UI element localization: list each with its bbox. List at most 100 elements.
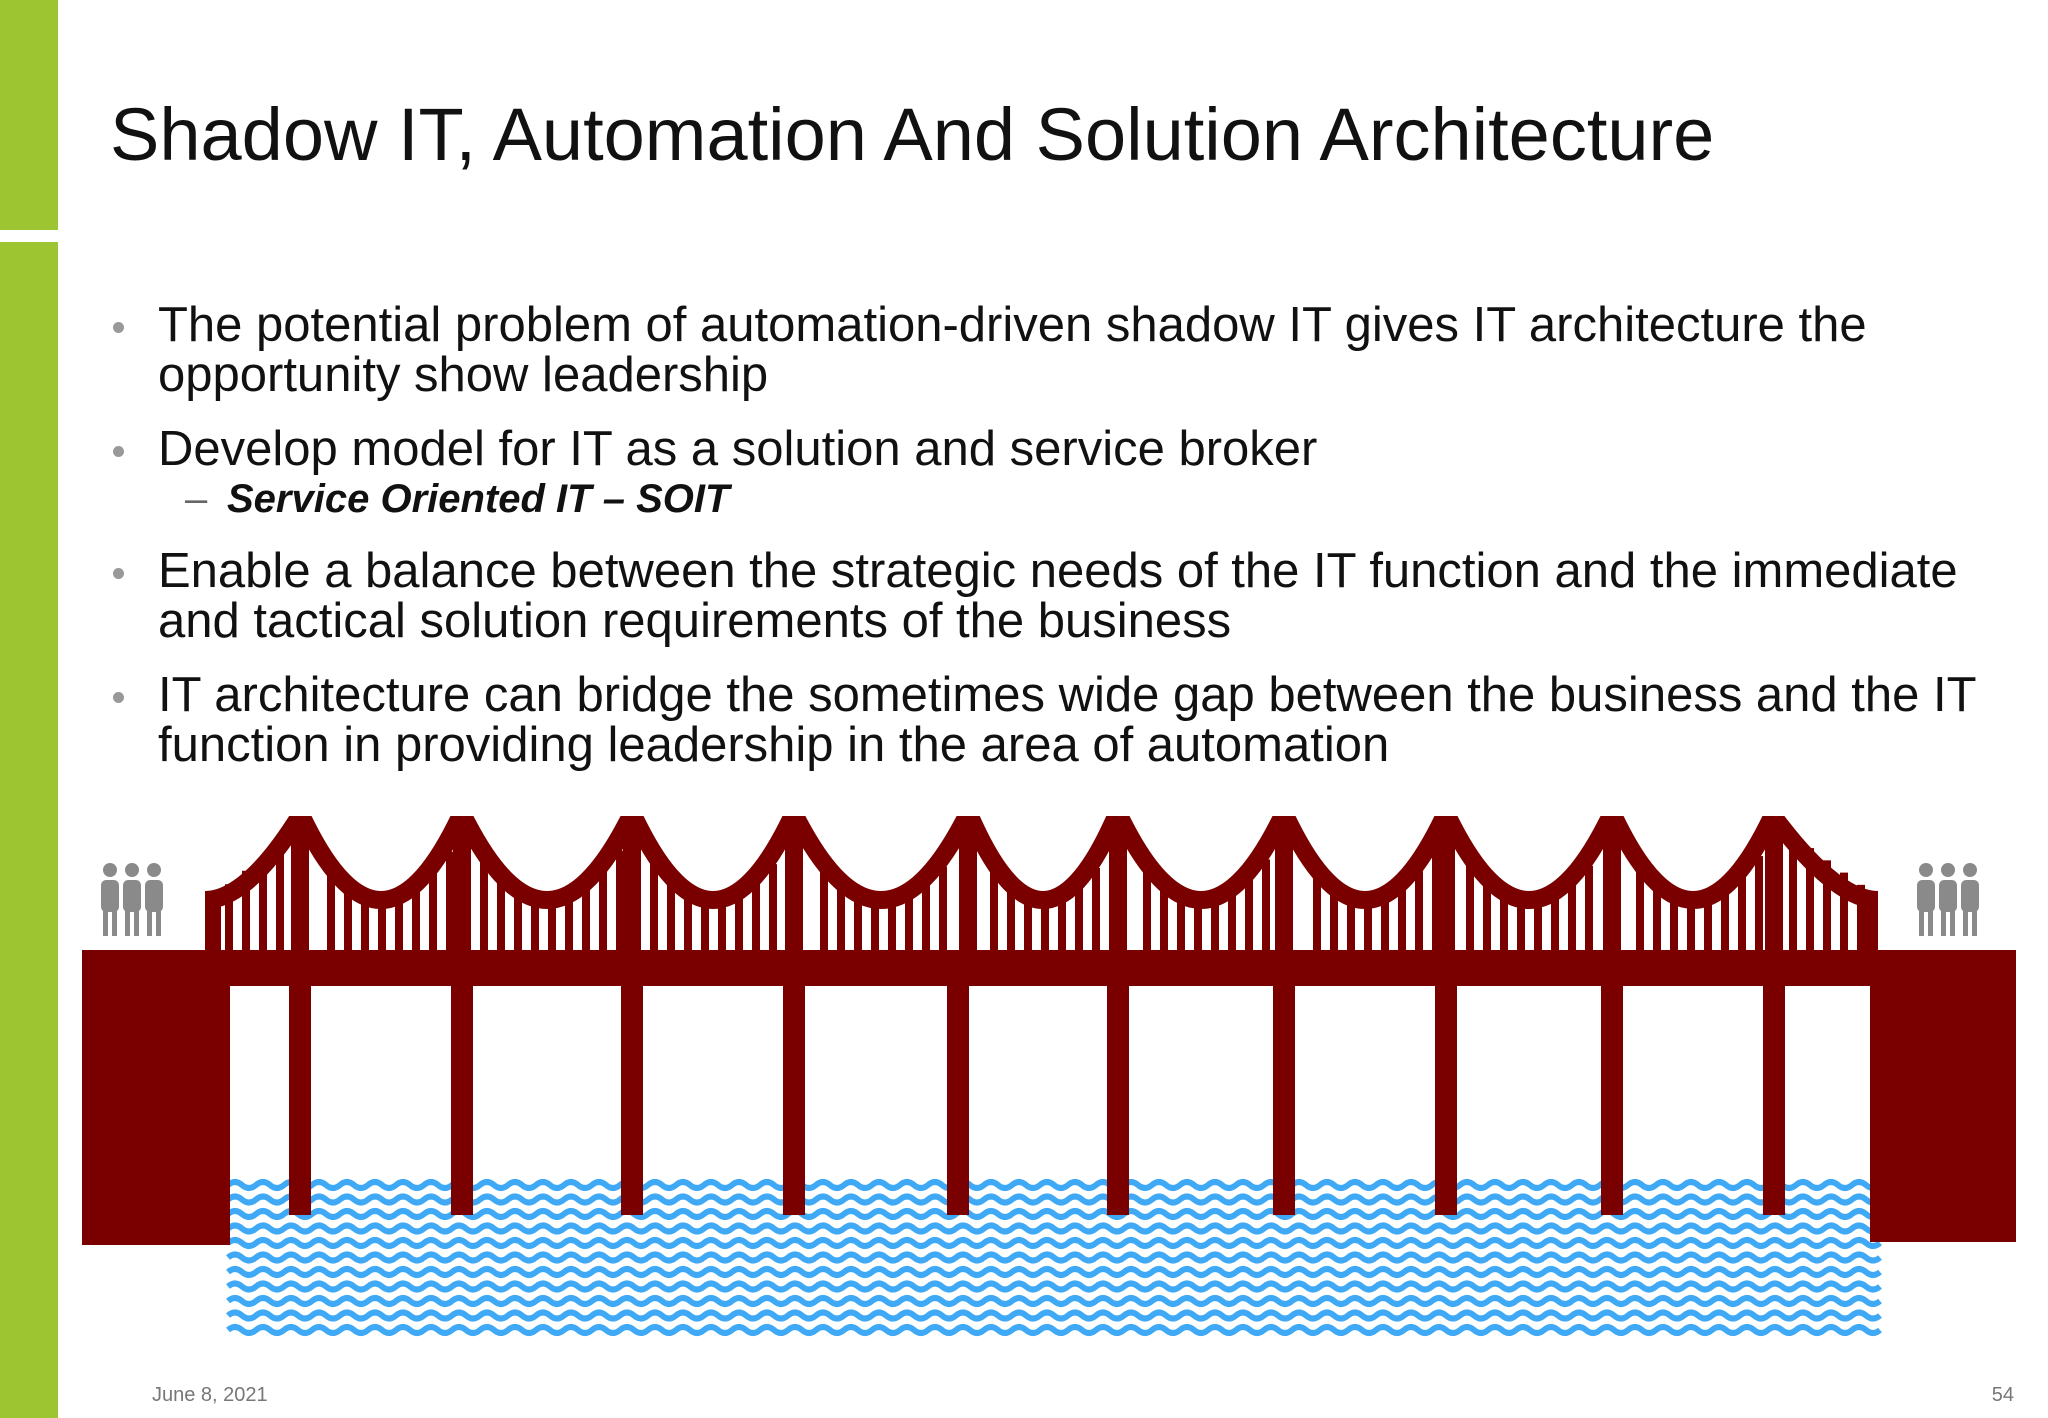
- bridge-hanger: [1262, 859, 1270, 956]
- bridge-hanger: [616, 850, 624, 956]
- person-leg: [1972, 910, 1977, 936]
- bridge-hanger: [599, 871, 607, 956]
- person-body: [101, 880, 119, 912]
- bridge-hanger: [1007, 882, 1015, 956]
- bridge-hanger: [1194, 899, 1202, 956]
- bullet-item: IT architecture can bridge the sometimes…: [110, 670, 1990, 770]
- person-body: [1917, 880, 1935, 912]
- person-head: [1919, 863, 1933, 877]
- person-leg: [125, 910, 130, 936]
- bridge-hanger: [548, 899, 556, 956]
- bridge-hanger: [735, 894, 743, 956]
- bridge-hanger: [1466, 856, 1474, 956]
- bridge-hanger: [1789, 835, 1797, 956]
- person-body: [1939, 880, 1957, 912]
- bridge-hanger: [1313, 869, 1321, 956]
- bridge-hanger: [1823, 860, 1831, 956]
- wave-line: [226, 1222, 1882, 1235]
- wave-line: [226, 1309, 1882, 1322]
- bridge-hanger: [582, 887, 590, 956]
- bullet-dot: [113, 568, 124, 579]
- page-number: 54: [1991, 1384, 2014, 1406]
- bridge-tower: [453, 825, 471, 955]
- person-head: [125, 863, 139, 877]
- bridge-hanger: [531, 897, 539, 956]
- bridge-hanger: [395, 897, 403, 956]
- bridge-hanger: [1024, 895, 1032, 956]
- bullet-item: The potential problem of automation-driv…: [110, 300, 1990, 400]
- bridge-hanger: [1500, 890, 1508, 956]
- bridge-pier: [1435, 980, 1457, 1215]
- wave-line: [226, 1280, 1882, 1293]
- bridge-hanger: [1143, 863, 1151, 956]
- bridge-hanger: [1653, 881, 1661, 956]
- person-leg: [103, 910, 108, 936]
- sub-bullet-item: – Service Oriented IT – SOIT: [110, 474, 1990, 524]
- bridge-hanger: [412, 889, 420, 956]
- bridge-hanger: [1483, 876, 1491, 956]
- person-head: [1941, 863, 1955, 877]
- bridge-illustration: [82, 816, 2016, 1336]
- bridge-hanger: [1551, 894, 1559, 956]
- bridge-tower: [1603, 825, 1621, 955]
- bridge-hanger: [1364, 899, 1372, 956]
- bridge-hanger: [1177, 893, 1185, 956]
- wave-line: [226, 1208, 1882, 1220]
- bullet-text: Enable a balance between the strategic n…: [158, 544, 1958, 648]
- bridge-hanger: [497, 874, 505, 956]
- bridge-tower: [623, 825, 641, 955]
- person-body: [145, 880, 163, 912]
- bridge-hanger: [990, 862, 998, 956]
- bridge-hanger: [1347, 896, 1355, 956]
- bridge-hanger: [1840, 872, 1848, 956]
- bridge-hanger: [1670, 893, 1678, 956]
- bridge-hanger: [259, 857, 267, 956]
- bridge-hanger: [1041, 899, 1049, 956]
- bridge-hanger: [1687, 899, 1695, 956]
- bullet-list: The potential problem of automation-driv…: [110, 300, 1990, 770]
- bullet-dot: [113, 322, 124, 333]
- bullet-item: Develop model for IT as a solution and s…: [110, 424, 1990, 474]
- person-body: [1961, 880, 1979, 912]
- bridge-tower: [1109, 825, 1127, 955]
- bridge-pier: [1273, 980, 1295, 1215]
- bridge-hanger: [684, 890, 692, 956]
- suspension-bridge-icon: [82, 816, 2016, 1245]
- bridge-hanger: [1636, 862, 1644, 956]
- bridge-rail-end: [205, 896, 221, 956]
- bridge-hanger: [1211, 898, 1219, 956]
- slide-title: Shadow IT, Automation And Solution Archi…: [110, 93, 1715, 176]
- bridge-hanger: [276, 843, 284, 956]
- bridge-hanger: [939, 866, 947, 956]
- bullet-text: IT architecture can bridge the sometimes…: [158, 668, 1976, 772]
- person-leg: [1919, 910, 1924, 936]
- wave-line: [226, 1251, 1882, 1264]
- bridge-hanger: [378, 899, 386, 956]
- bridge-hanger: [429, 873, 437, 956]
- bridge-abutment-left-base: [82, 950, 230, 1245]
- person-leg: [1963, 910, 1968, 936]
- person-head: [103, 863, 117, 877]
- person-leg: [1928, 910, 1933, 936]
- person-leg: [1941, 910, 1946, 936]
- bridge-hanger: [1228, 892, 1236, 956]
- bridge-tower: [1765, 825, 1783, 955]
- water-waves-icon: [226, 1179, 1882, 1336]
- bridge-hanger: [1568, 883, 1576, 956]
- bridge-pier: [1601, 980, 1623, 1215]
- bridge-hanger: [752, 882, 760, 956]
- bridge-hanger: [1755, 856, 1763, 956]
- people-group-icon-right: [1917, 863, 1979, 936]
- bridge-pier: [451, 980, 473, 1215]
- bridge-hanger: [837, 880, 845, 956]
- bridge-pier: [947, 980, 969, 1215]
- bridge-tower: [959, 825, 977, 955]
- bridge-hanger: [922, 883, 930, 956]
- bridge-hanger: [820, 863, 828, 956]
- wave-line: [226, 1295, 1882, 1307]
- person-body: [123, 880, 141, 912]
- person-leg: [147, 910, 152, 936]
- bridge-hanger: [480, 853, 488, 956]
- bridge-hanger: [1245, 878, 1253, 956]
- person-leg: [1950, 910, 1955, 936]
